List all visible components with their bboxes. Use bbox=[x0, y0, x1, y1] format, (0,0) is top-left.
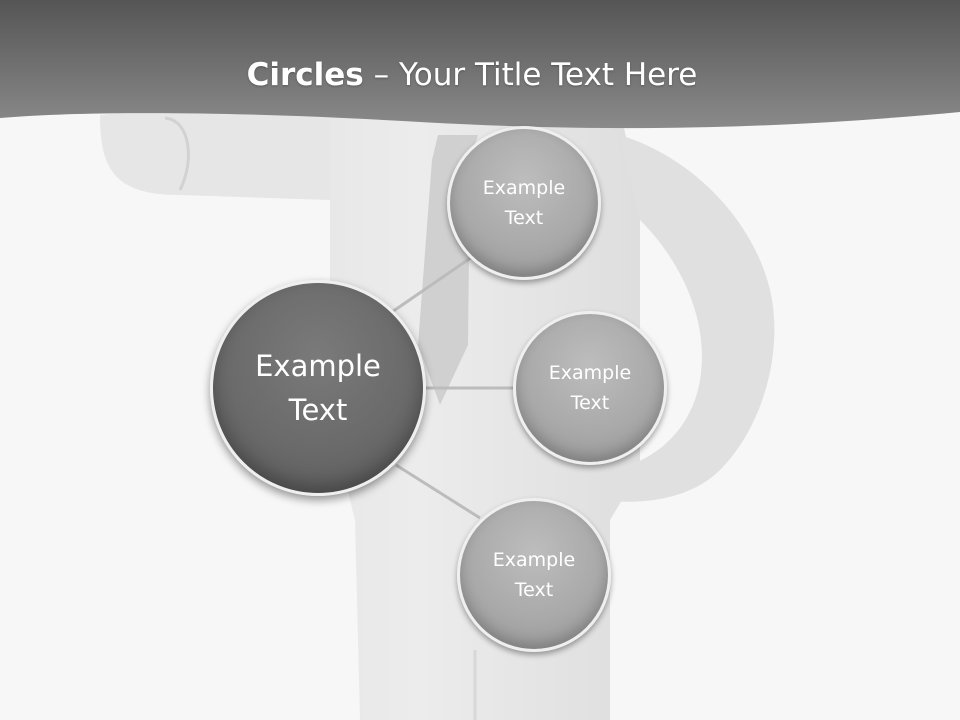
connector-line-top bbox=[391, 255, 473, 314]
center-circle-label: Example Text bbox=[255, 349, 381, 427]
page-title: Circles – Your Title Text Here bbox=[0, 52, 944, 98]
connector-line-bottom bbox=[395, 463, 481, 520]
satellite-circle-middle[interactable]: Example Text bbox=[513, 311, 667, 465]
satellite-circle-label: Example Text bbox=[492, 549, 576, 601]
center-circle[interactable]: Example Text bbox=[210, 280, 426, 496]
header-band bbox=[0, 0, 960, 129]
satellite-circle-bottom[interactable]: Example Text bbox=[457, 498, 611, 652]
title-rest: – Your Title Text Here bbox=[363, 57, 698, 93]
satellite-circle-label: Example Text bbox=[548, 362, 632, 414]
satellite-circle-top[interactable]: Example Text bbox=[447, 126, 601, 280]
title-bold: Circles bbox=[246, 57, 364, 93]
satellite-circle-label: Example Text bbox=[482, 177, 566, 229]
